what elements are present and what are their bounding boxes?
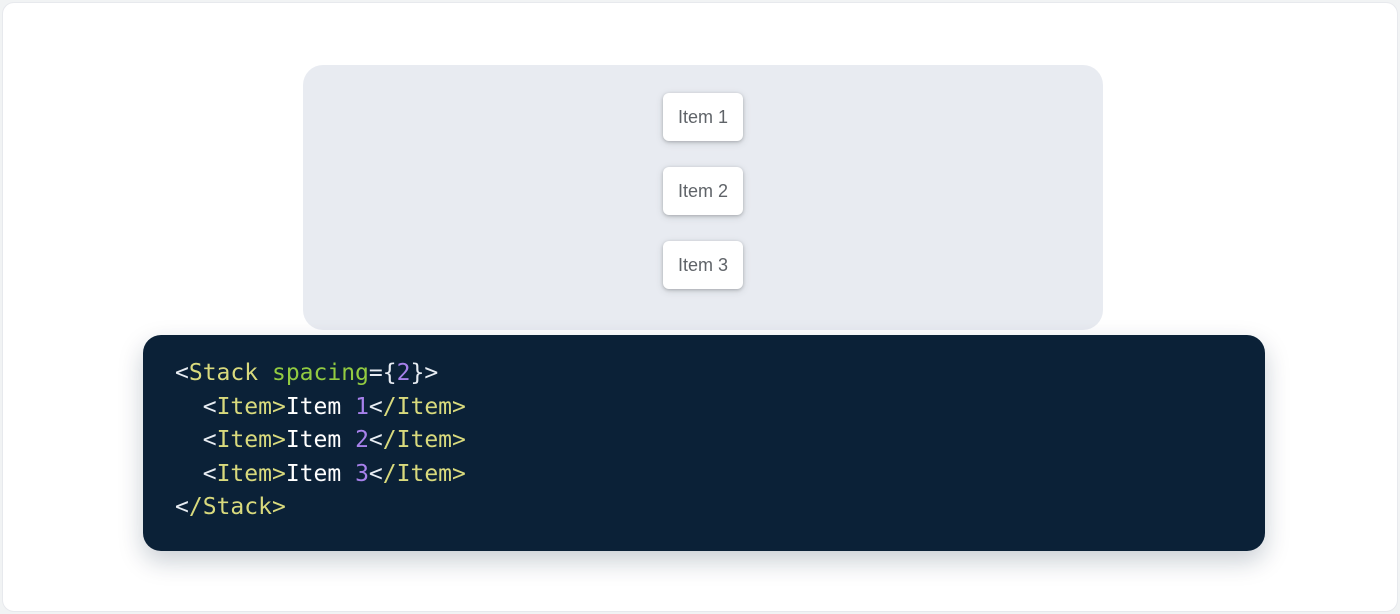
code-line: <Item>Item 3</Item> <box>175 458 1233 492</box>
stack-item: Item 2 <box>663 167 743 215</box>
code-token: = <box>368 360 383 386</box>
code-token: > <box>424 360 439 386</box>
code-token: < <box>368 427 383 453</box>
code-token: > <box>271 460 286 487</box>
code-token: { <box>382 360 397 386</box>
code-token: > <box>452 460 466 487</box>
code-token: > <box>271 427 286 453</box>
code-token: < <box>202 393 217 420</box>
code-token <box>258 360 272 386</box>
code-token: > <box>271 494 286 520</box>
code-token: Stack <box>188 360 259 386</box>
code-token: Item <box>216 393 272 420</box>
stack-item-label: Item 2 <box>677 180 729 201</box>
code-block: <Stack spacing={2}> <Item>Item 1</Item> … <box>143 335 1265 551</box>
code-token: < <box>368 393 383 420</box>
stack-item-label: Item 3 <box>677 254 729 275</box>
stack-item-label: Item 1 <box>677 106 729 127</box>
code-token: Item <box>216 427 272 453</box>
stack-item: Item 3 <box>663 241 743 289</box>
code-token: /Item <box>382 393 453 420</box>
code-token: > <box>452 427 466 453</box>
code-token: } <box>410 360 425 386</box>
stack-preview-panel: Item 1 Item 2 Item 3 <box>303 65 1103 330</box>
code-token: 2 <box>355 427 369 453</box>
code-line: <Item>Item 2</Item> <box>175 424 1233 458</box>
code-token <box>175 394 203 420</box>
code-token: Item <box>285 393 356 420</box>
code-token: < <box>175 360 189 386</box>
code-token: spacing <box>271 360 369 386</box>
code-token <box>175 427 203 453</box>
code-line: </Stack> <box>175 491 1233 525</box>
code-token: < <box>175 494 189 520</box>
code-token: 3 <box>355 460 369 487</box>
code-line: <Stack spacing={2}> <box>175 357 1233 391</box>
code-token: /Item <box>382 427 453 453</box>
code-line: <Item>Item 1</Item> <box>175 391 1233 425</box>
code-token: 2 <box>396 360 411 386</box>
code-token: < <box>368 460 383 487</box>
code-token: /Stack <box>188 494 272 520</box>
code-token: Item <box>285 427 356 453</box>
code-token: Item <box>216 460 272 487</box>
stack-item: Item 1 <box>663 93 743 141</box>
code-token: > <box>452 393 466 420</box>
code-content: <Stack spacing={2}> <Item>Item 1</Item> … <box>175 357 1233 525</box>
code-token: 1 <box>355 393 369 420</box>
code-token <box>175 461 203 487</box>
code-token: < <box>202 460 217 487</box>
code-token: > <box>271 393 286 420</box>
code-token: < <box>202 427 217 453</box>
code-token: Item <box>285 460 356 487</box>
stack-container: Item 1 Item 2 Item 3 <box>303 65 1103 289</box>
code-token: /Item <box>382 460 453 487</box>
